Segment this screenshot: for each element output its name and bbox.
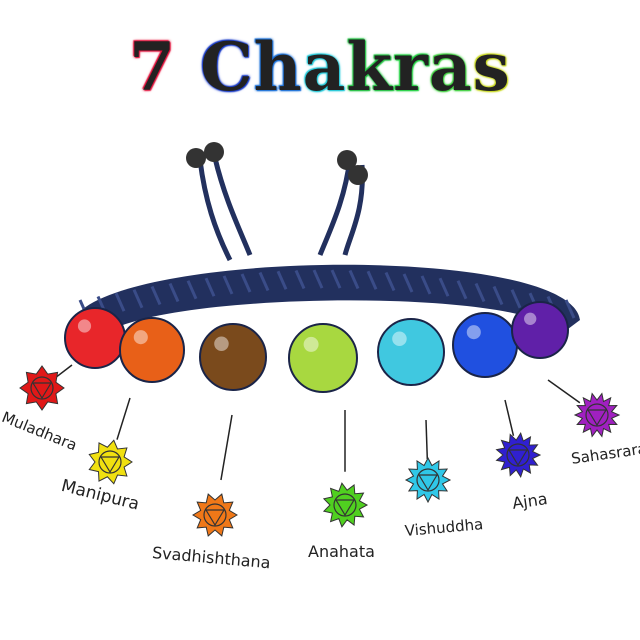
title-letter: r — [393, 28, 429, 106]
svadhishthana-symbol-icon — [192, 493, 238, 537]
manipura-symbol-icon — [88, 439, 133, 485]
bead-manipura — [119, 317, 185, 383]
symbol-triangle — [99, 456, 121, 474]
title-letter: s — [472, 28, 511, 106]
vishuddha-symbol-icon — [404, 456, 452, 504]
bead-highlight — [77, 319, 92, 333]
weave-stitch — [312, 269, 324, 289]
end-bead — [186, 148, 206, 168]
weave-stitch — [276, 270, 288, 290]
weave-stitch — [348, 269, 360, 290]
weave-stitch — [294, 269, 306, 290]
weave-stitch — [564, 299, 576, 319]
weave-stitch — [384, 271, 396, 292]
weave-stitch — [150, 285, 162, 306]
weave-stitch — [114, 292, 126, 312]
bead-highlight — [214, 336, 229, 352]
label-anahata: Anahata — [308, 542, 375, 561]
symbol-triangle — [507, 449, 529, 467]
bead-highlight — [466, 325, 481, 340]
symbol-triangle — [417, 474, 439, 492]
woven-band — [70, 264, 580, 345]
weave-stitch — [258, 271, 270, 292]
title: 7 Chakras — [0, 28, 640, 106]
weave-stitch — [330, 269, 342, 289]
title-letter: k — [346, 28, 394, 106]
end-bead — [337, 150, 357, 170]
end-bead — [204, 142, 224, 162]
weave-stitch — [438, 277, 450, 297]
weave-stitch — [420, 275, 432, 295]
weave-stitch — [492, 285, 504, 306]
symbol-triangle — [204, 509, 226, 527]
symbol-triangle — [31, 382, 53, 400]
title-letter: a — [428, 28, 473, 106]
title-letter: h — [253, 28, 303, 106]
bead-anahata — [288, 323, 358, 393]
title-letter: a — [302, 28, 347, 106]
pointer-line — [547, 379, 581, 404]
bead-vishuddha — [377, 318, 445, 386]
anahata-symbol-icon — [322, 482, 369, 528]
bead-highlight — [133, 330, 148, 345]
pointer-line — [504, 399, 515, 436]
weave-stitch — [240, 273, 252, 293]
bead-svadhishthana — [199, 323, 267, 391]
weave-stitch — [168, 282, 180, 303]
symbol-triangle — [586, 409, 608, 427]
weave-stitch — [186, 280, 198, 300]
bead-highlight — [392, 331, 407, 347]
weave-stitch — [474, 282, 486, 303]
sahasrara-symbol-icon — [573, 392, 621, 438]
title-letter: C — [200, 28, 254, 106]
weave-stitch — [222, 275, 234, 295]
bead-highlight — [303, 336, 319, 352]
weave-stitch — [366, 270, 378, 290]
cord — [197, 157, 253, 262]
ajna-symbol-icon — [495, 432, 542, 478]
bead-ajna — [452, 312, 518, 378]
bead-sahasrara — [511, 301, 569, 359]
weave-stitch — [456, 280, 468, 300]
bead-muladhara — [64, 307, 126, 369]
pointer-line — [116, 397, 131, 440]
weave-stitch — [132, 289, 144, 309]
weave-stitch — [402, 273, 414, 293]
symbol-triangle — [334, 499, 356, 517]
title-letter: 7 — [129, 28, 177, 106]
pointer-line — [425, 419, 429, 460]
bead-highlight — [524, 312, 537, 325]
pointer-line — [220, 414, 233, 481]
weave-stitch — [510, 289, 522, 309]
end-bead — [348, 165, 368, 185]
weave-stitch — [204, 277, 216, 297]
muladhara-symbol-icon — [19, 365, 65, 411]
